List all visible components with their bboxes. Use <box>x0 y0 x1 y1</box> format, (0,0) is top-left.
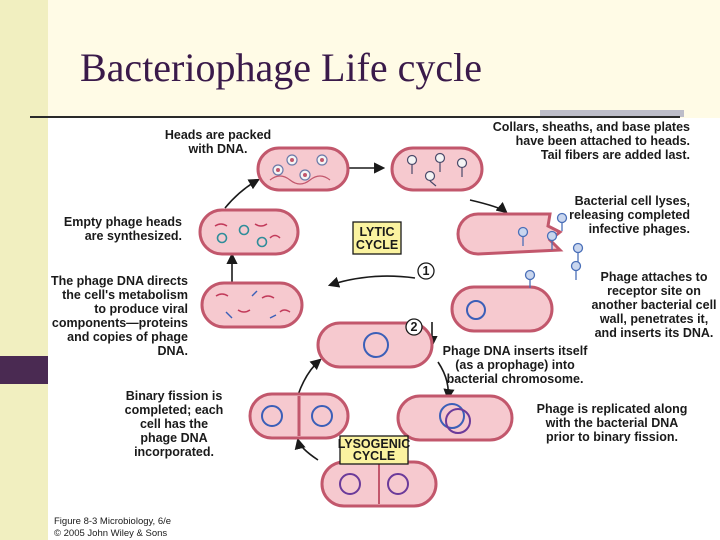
svg-text:and copies of phage: and copies of phage <box>67 330 188 344</box>
svg-text:Tail fibers are added last.: Tail fibers are added last. <box>541 148 690 162</box>
cell-replicated <box>396 394 514 442</box>
svg-text:Phage attaches to: Phage attaches to <box>601 270 708 284</box>
svg-text:(as a prophage) into: (as a prophage) into <box>455 358 575 372</box>
label-heads-packed: Heads are packed with DNA. <box>165 128 271 156</box>
lysogenic-cycle-box: LYSOGENIC CYCLE <box>338 435 410 465</box>
svg-text:another bacterial cell: another bacterial cell <box>591 298 716 312</box>
label-inserts: Phage DNA inserts itself (as a prophage)… <box>443 344 589 386</box>
svg-text:the cell's metabolism: the cell's metabolism <box>62 288 188 302</box>
svg-text:receptor site on: receptor site on <box>607 284 701 298</box>
svg-text:2: 2 <box>411 320 418 334</box>
label-collars: Collars, sheaths, and base plates have b… <box>493 120 690 162</box>
lysogenic-label-1: LYSOGENIC <box>338 437 410 451</box>
svg-text:have been attached to heads.: have been attached to heads. <box>516 134 690 148</box>
figure-credit: Figure 8-3 Microbiology, 6/e © 2005 John… <box>54 516 171 539</box>
svg-text:are synthesized.: are synthesized. <box>85 229 182 243</box>
label-lyses: Bacterial cell lyses, releasing complete… <box>569 194 690 236</box>
svg-text:infective phages.: infective phages. <box>589 222 690 236</box>
svg-text:completed; each: completed; each <box>125 403 224 417</box>
lysogenic-label-2: CYCLE <box>353 449 395 463</box>
svg-text:Phage is replicated along: Phage is replicated along <box>537 402 688 416</box>
label-attaches: Phage attaches to receptor site on anoth… <box>591 270 716 340</box>
arrow-lysogen-to-fission <box>294 437 319 461</box>
slide-left-accent <box>0 356 48 384</box>
svg-text:Empty phage heads: Empty phage heads <box>64 215 182 229</box>
svg-text:releasing completed: releasing completed <box>569 208 690 222</box>
svg-text:with the bacterial DNA: with the bacterial DNA <box>545 416 679 430</box>
svg-text:© 2005 John Wiley & Sons: © 2005 John Wiley & Sons <box>54 528 167 539</box>
arrow-fission-to-prophage <box>297 358 322 396</box>
title-rule-accent <box>540 110 684 117</box>
svg-text:to produce viral: to produce viral <box>94 302 188 316</box>
lytic-cycle-box: LYTIC CYCLE <box>352 221 402 255</box>
cell-replicating <box>200 281 304 329</box>
arrow-collars-to-lysis <box>469 199 508 214</box>
svg-text:Phage DNA inserts itself: Phage DNA inserts itself <box>443 344 589 358</box>
lytic-label-1: LYTIC <box>360 225 395 239</box>
svg-text:components—proteins: components—proteins <box>52 316 188 330</box>
svg-text:with DNA.: with DNA. <box>187 142 247 156</box>
step-1-marker: 1 <box>417 262 435 280</box>
cell-assembled-phages <box>390 146 484 192</box>
label-empty-heads: Empty phage heads are synthesized. <box>64 215 182 243</box>
svg-text:incorporated.: incorporated. <box>134 445 214 459</box>
cell-lysing <box>456 212 584 262</box>
svg-text:cell has the: cell has the <box>140 417 208 431</box>
cell-binary-fission <box>248 392 350 440</box>
svg-text:and inserts its DNA.: and inserts its DNA. <box>595 326 714 340</box>
label-fission: Binary fission is completed; each cell h… <box>125 389 224 459</box>
cell-lysogen <box>320 460 438 508</box>
svg-text:Bacterial cell lyses,: Bacterial cell lyses, <box>575 194 690 208</box>
svg-text:1: 1 <box>423 264 430 278</box>
step-2-marker: 2 <box>405 318 423 336</box>
svg-text:DNA.: DNA. <box>157 344 188 358</box>
svg-text:bacterial chromosome.: bacterial chromosome. <box>447 372 584 386</box>
label-replicated: Phage is replicated along with the bacte… <box>537 402 688 444</box>
life-cycle-diagram: LYTIC CYCLE LYSOGENIC CYCLE 1 2 Heads ar… <box>51 120 717 539</box>
svg-text:Binary fission is: Binary fission is <box>126 389 223 403</box>
svg-text:wall, penetrates it,: wall, penetrates it, <box>599 312 708 326</box>
svg-text:The phage DNA directs: The phage DNA directs <box>51 274 188 288</box>
lytic-label-2: CYCLE <box>356 238 398 252</box>
cell-infection <box>450 260 582 333</box>
slide-title: Bacteriophage Life cycle <box>80 45 482 90</box>
svg-text:Figure 8-3 Microbiology, 6/e: Figure 8-3 Microbiology, 6/e <box>54 516 171 527</box>
svg-text:phage DNA: phage DNA <box>140 431 207 445</box>
cell-heads-packed <box>256 146 350 192</box>
cell-prophage <box>316 321 434 369</box>
svg-text:prior to binary fission.: prior to binary fission. <box>546 430 678 444</box>
title-rule <box>30 116 680 118</box>
cell-empty-heads <box>198 208 300 256</box>
label-directs: The phage DNA directs the cell's metabol… <box>51 274 188 358</box>
arrow-lysis-to-directs <box>327 275 416 288</box>
svg-text:Collars, sheaths, and base pla: Collars, sheaths, and base plates <box>493 120 690 134</box>
life-cycle-figure: LYTIC CYCLE LYSOGENIC CYCLE 1 2 Heads ar… <box>48 118 720 540</box>
svg-text:Heads are packed: Heads are packed <box>165 128 271 142</box>
arrow-empty-to-packed <box>224 178 260 209</box>
slide-left-bar <box>0 0 48 540</box>
